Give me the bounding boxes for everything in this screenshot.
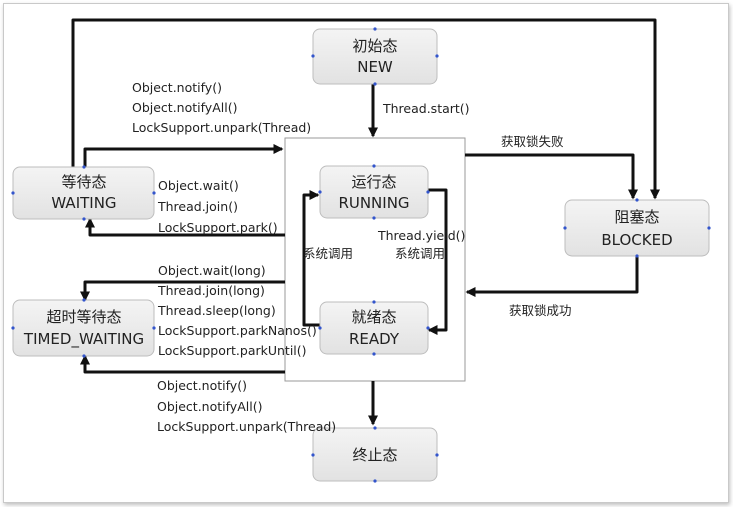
arrow-timed-enter [79,280,285,302]
label-timed-enter-2: Thread.join(long) [157,283,265,298]
label-yield: Thread.yield() [377,228,465,243]
state-running: 运行态 RUNNING [319,165,429,219]
state-cn: 初始态 [352,37,397,55]
label-system-call-right: 系统调用 [395,246,445,261]
label-waiting-exit-2: Object.notifyAll() [132,100,237,115]
label-waiting-exit-1: Object.notify() [132,80,222,95]
label-timed-exit-2: Object.notifyAll() [157,399,262,414]
arrow-running-to-blocked [465,153,639,200]
state-blocked: 阻塞态 BLOCKED [564,199,710,257]
arrow-ready-to-running [302,189,320,327]
label-timed-exit-1: Object.notify() [157,378,247,393]
label-timed-enter-3: Thread.sleep(long) [157,303,276,318]
arrow-waiting-to-blocked [71,18,661,200]
label-timed-enter-4: LockSupport.parkNanos() [158,323,317,338]
label-waiting-exit-3: LockSupport.unpark(Thread) [132,120,311,135]
state-cn: 终止态 [352,446,397,464]
arrow-waiting-enter [84,217,285,237]
arrow-blocked-to-running [465,256,639,298]
state-cn: 阻塞态 [614,208,659,226]
state-en: RUNNING [338,194,409,212]
state-en: BLOCKED [601,231,672,249]
state-timed-waiting: 超时等待态 TIMED_WAITING [12,299,155,357]
label-waiting-enter-2: Thread.join() [157,199,238,214]
label-lock-success: 获取锁成功 [509,303,572,318]
label-system-call-left: 系统调用 [303,246,353,261]
arrow-running-to-ready [427,188,448,336]
state-waiting: 等待态 WAITING [12,166,155,220]
state-cn: 等待态 [61,173,106,191]
state-terminated: 终止态 [312,427,438,482]
selection-handles [11,27,711,483]
label-thread-start: Thread.start() [382,101,470,116]
label-waiting-enter-1: Object.wait() [158,178,239,193]
state-cn: 就绪态 [351,308,396,326]
state-ready: 就绪态 READY [319,301,429,355]
state-en: TIMED_WAITING [23,330,144,349]
state-cn: 运行态 [351,173,396,191]
label-timed-enter-1: Object.wait(long) [158,263,266,278]
state-en: NEW [357,58,393,76]
label-timed-enter-5: LockSupport.parkUntil() [158,343,307,358]
arrow-waiting-exit [83,143,284,167]
label-waiting-enter-3: LockSupport.park() [158,220,278,235]
state-en: READY [349,330,400,348]
label-lock-fail: 获取锁失败 [501,134,564,149]
state-new: 初始态 NEW [312,28,438,85]
state-cn: 超时等待态 [46,308,121,326]
arrow-timed-exit [79,354,285,374]
label-timed-exit-3: LockSupport.unpark(Thread) [157,419,336,434]
state-en: WAITING [51,194,116,212]
